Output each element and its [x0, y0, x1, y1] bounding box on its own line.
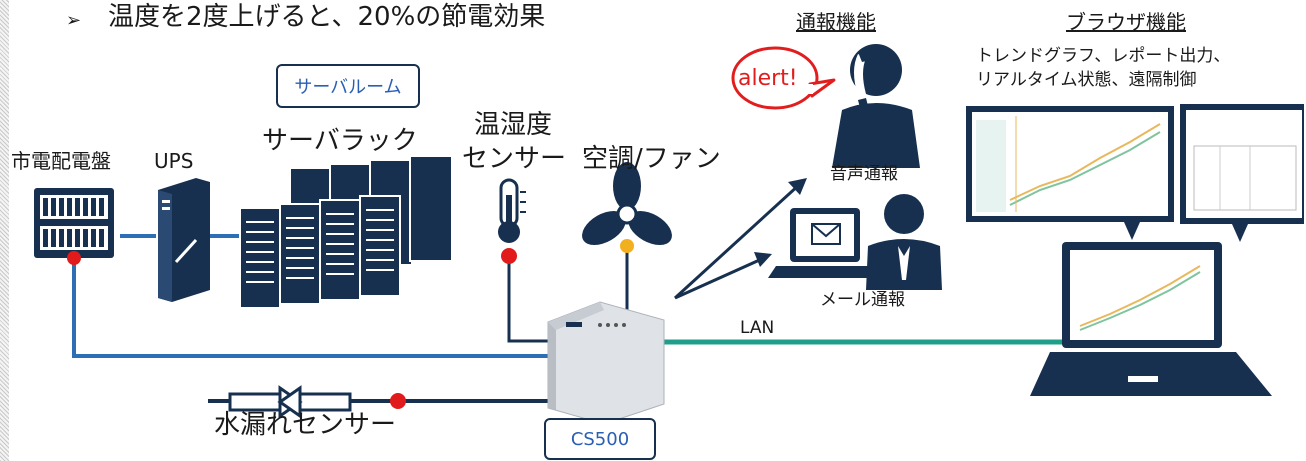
water-sensor-dot — [390, 393, 406, 409]
board-sensor-dot — [67, 251, 81, 265]
humidity-sensor-label-1: 温湿度 — [474, 110, 553, 140]
humidity-sensor-label-2: センサー — [462, 144, 567, 174]
server-rack-label: サーバラック — [262, 126, 418, 156]
alert-bubble-icon — [731, 46, 836, 110]
lan-label: LAN — [740, 318, 775, 338]
voice-notification-label: 音声通報 — [830, 164, 898, 184]
cs500-device-icon — [547, 301, 665, 425]
heading-title: 温度を2度上げると、20%の節電効果 — [108, 2, 546, 32]
mail-notification-label: メール通報 — [820, 290, 905, 310]
browser-desc-2: リアルタイム状態、遠隔制御 — [976, 70, 1197, 90]
server-rack-slots — [246, 209, 394, 283]
server-rack-icon — [239, 155, 453, 309]
water-leak-sensor-icon — [228, 385, 352, 419]
arrowhead-mail — [754, 252, 772, 267]
left-hatched-strip — [0, 0, 9, 461]
fan-sensor-dot — [620, 239, 634, 253]
distribution-board-label: 市電配電盤 — [11, 149, 111, 173]
monitor-report — [1180, 104, 1304, 242]
notification-title: 通報機能 — [796, 10, 876, 34]
distribution-board-icon — [34, 188, 114, 258]
cs500-box: CS500 — [544, 418, 656, 460]
mail-person-icon — [866, 194, 942, 290]
server-room-box: サーバルーム — [276, 64, 420, 108]
server-room-label: サーバルーム — [294, 77, 402, 98]
thermometer-sensor-dot — [501, 248, 517, 264]
arrow-to-mail — [674, 256, 765, 300]
browser-desc-1: トレンドグラフ、レポート出力、 — [976, 46, 1231, 66]
heading-bullet: ➢ — [66, 10, 82, 31]
arrowhead-phone — [788, 178, 807, 195]
monitor-trend-graph — [966, 106, 1174, 240]
mail-computer-icon — [768, 208, 880, 278]
sensor-line — [507, 258, 548, 343]
ups-label: UPS — [154, 149, 194, 173]
water-leak-sensor-label: 水漏れセンサー — [214, 410, 397, 440]
browser-title: ブラウザ機能 — [1066, 10, 1186, 34]
aircon-fan-label: 空調/ファン — [582, 144, 721, 174]
fan-icon — [582, 162, 672, 246]
phone-person-icon — [832, 44, 920, 168]
thermometer-icon — [498, 178, 526, 243]
alert-text: alert! — [738, 66, 798, 91]
ups-icon — [158, 178, 210, 302]
arrow-to-phone — [673, 182, 802, 300]
power-line — [72, 258, 548, 358]
cs500-label: CS500 — [570, 428, 630, 450]
laptop-icon — [1030, 242, 1272, 396]
